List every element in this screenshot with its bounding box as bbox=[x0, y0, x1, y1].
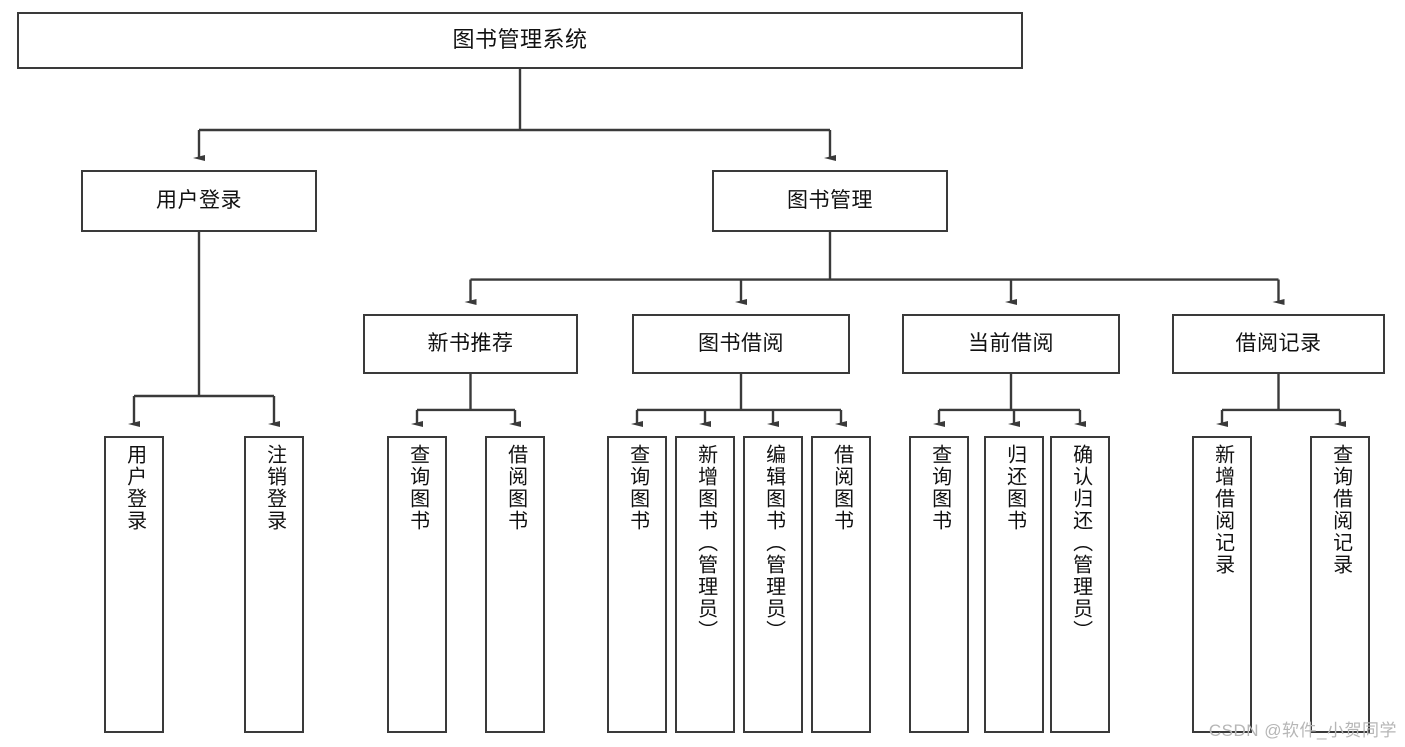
node-leaf-query-borrow-record[interactable]: 查询借阅记录 bbox=[1310, 436, 1370, 733]
node-label: 借阅记录 bbox=[1235, 332, 1322, 356]
node-label: 用户登录 bbox=[123, 444, 146, 532]
node-leaf-query-book-3[interactable]: 查询图书 bbox=[909, 436, 969, 733]
node-book-borrow[interactable]: 图书借阅 bbox=[632, 314, 850, 374]
node-label: 编辑图书（管理员） bbox=[762, 444, 785, 642]
node-leaf-confirm-return-admin[interactable]: 确认归还（管理员） bbox=[1050, 436, 1110, 733]
node-label: 查询借阅记录 bbox=[1329, 444, 1352, 576]
node-leaf-edit-book-admin[interactable]: 编辑图书（管理员） bbox=[743, 436, 803, 733]
node-root[interactable]: 图书管理系统 bbox=[17, 12, 1023, 69]
node-book-management[interactable]: 图书管理 bbox=[712, 170, 948, 232]
node-label: 用户登录 bbox=[156, 189, 242, 213]
node-label: 归还图书 bbox=[1003, 444, 1026, 532]
node-label: 查询图书 bbox=[406, 444, 429, 532]
node-label: 查询图书 bbox=[928, 444, 951, 532]
node-leaf-user-login[interactable]: 用户登录 bbox=[104, 436, 164, 733]
node-label: 借阅图书 bbox=[504, 444, 527, 532]
node-leaf-query-book-2[interactable]: 查询图书 bbox=[607, 436, 667, 733]
node-leaf-add-book-admin[interactable]: 新增图书（管理员） bbox=[675, 436, 735, 733]
node-label: 图书管理系统 bbox=[452, 27, 588, 53]
node-label: 图书借阅 bbox=[698, 332, 784, 356]
node-new-book-recommend[interactable]: 新书推荐 bbox=[363, 314, 578, 374]
node-label: 借阅图书 bbox=[830, 444, 853, 532]
node-user-login[interactable]: 用户登录 bbox=[81, 170, 317, 232]
node-label: 新增图书（管理员） bbox=[694, 444, 717, 642]
node-leaf-logout-login[interactable]: 注销登录 bbox=[244, 436, 304, 733]
node-current-borrow[interactable]: 当前借阅 bbox=[902, 314, 1120, 374]
node-leaf-return-book[interactable]: 归还图书 bbox=[984, 436, 1044, 733]
node-leaf-query-book-1[interactable]: 查询图书 bbox=[387, 436, 447, 733]
node-borrow-record[interactable]: 借阅记录 bbox=[1172, 314, 1385, 374]
node-label: 新增借阅记录 bbox=[1211, 444, 1234, 576]
node-label: 新书推荐 bbox=[427, 332, 514, 356]
node-leaf-borrow-book-1[interactable]: 借阅图书 bbox=[485, 436, 545, 733]
node-label: 注销登录 bbox=[263, 444, 286, 532]
node-leaf-borrow-book-2[interactable]: 借阅图书 bbox=[811, 436, 871, 733]
node-leaf-add-borrow-record[interactable]: 新增借阅记录 bbox=[1192, 436, 1252, 733]
node-label: 确认归还（管理员） bbox=[1069, 444, 1092, 642]
node-label: 查询图书 bbox=[626, 444, 649, 532]
node-label: 图书管理 bbox=[787, 189, 873, 213]
node-label: 当前借阅 bbox=[968, 332, 1054, 356]
